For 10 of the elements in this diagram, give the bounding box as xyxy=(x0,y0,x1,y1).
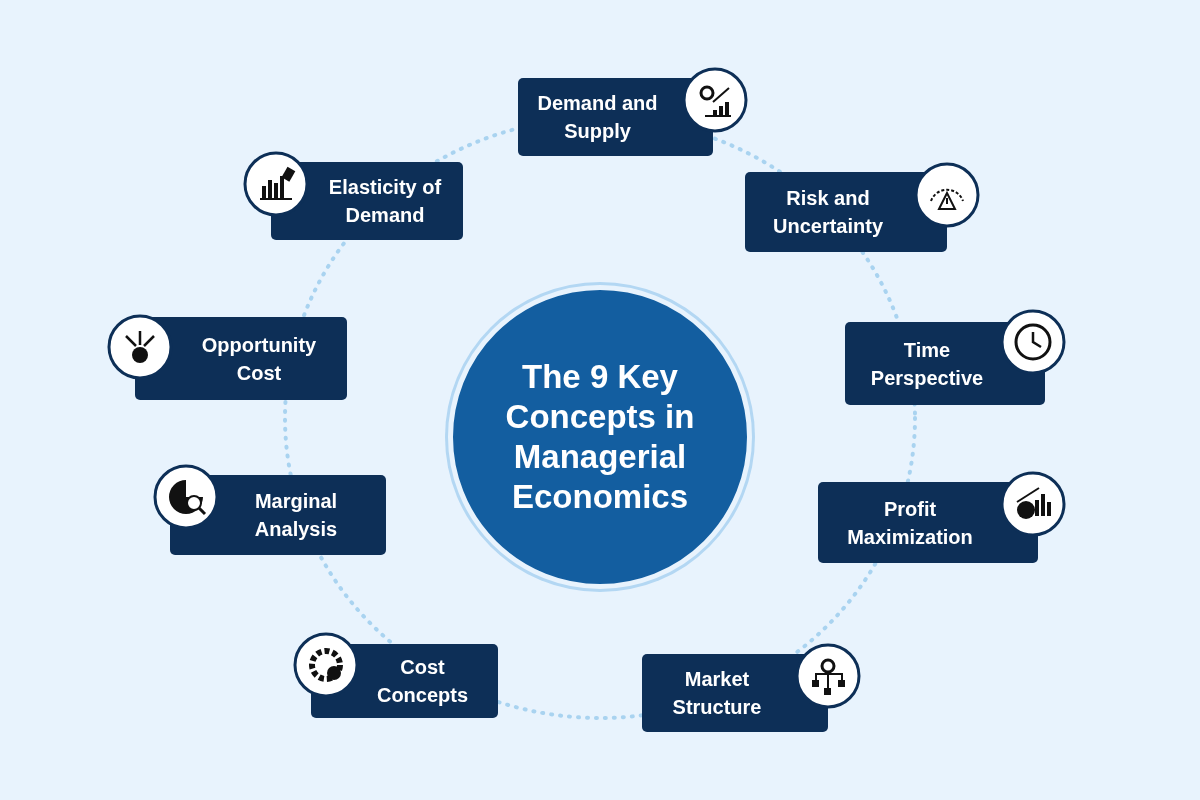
concept-label: Demand and Supply xyxy=(536,91,659,144)
concept-label: Elasticity of Demand xyxy=(327,175,443,228)
concept-label: Marginal Analysis xyxy=(253,489,339,542)
concept-label: Market Structure xyxy=(671,667,763,720)
concept-label: Time Perspective xyxy=(869,337,985,391)
concept-label: Profit Maximization xyxy=(846,496,974,550)
concept-label: Cost Concepts xyxy=(375,655,470,708)
concept-label: Risk and Uncertainty xyxy=(772,186,884,239)
concept-label: Opportunity Cost xyxy=(200,332,318,386)
title-text: The 9 Key Concepts in Managerial Economics xyxy=(504,357,696,517)
